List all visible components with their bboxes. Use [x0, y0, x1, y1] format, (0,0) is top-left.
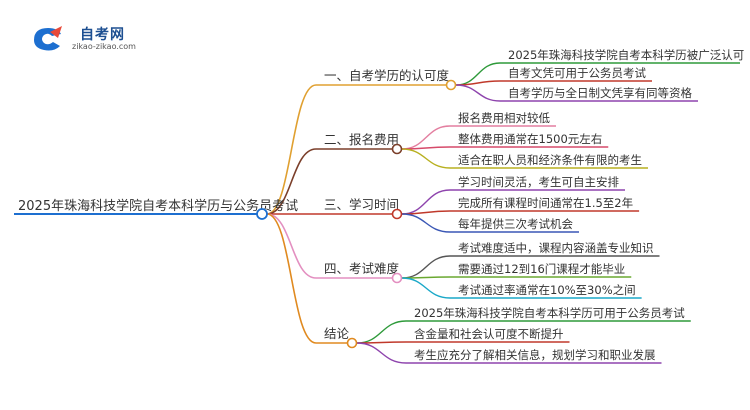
- root-node[interactable]: [256, 208, 268, 220]
- connector-lines: [266, 62, 501, 364]
- branch-label: 四、考试难度: [324, 261, 400, 276]
- leaf-connector: [401, 213, 451, 233]
- leaf-label: 学习时间灵活，考生可自主安排: [458, 175, 619, 189]
- branch-nodes: [256, 79, 457, 349]
- leaf-label: 含金量和社会认可度不断提升: [414, 327, 564, 341]
- leaf-connector: [401, 125, 451, 150]
- branch-node[interactable]: [346, 337, 358, 349]
- branch-label: 一、自考学历的认可度: [324, 68, 450, 83]
- node-underlines: [14, 62, 740, 364]
- logo-icon: [34, 26, 62, 51]
- branch-connector: [266, 213, 317, 344]
- branch-node[interactable]: [445, 79, 457, 91]
- leaf-label: 需要通过12到16门课程才能毕业: [458, 262, 625, 276]
- leaf-connector: [356, 342, 407, 364]
- leaf-connector: [455, 84, 501, 102]
- branch-connector: [266, 148, 317, 215]
- leaf-connector: [401, 148, 451, 169]
- branch-label: 三、学习时间: [324, 197, 399, 212]
- leaf-connector: [356, 320, 407, 344]
- leaf-label: 整体费用通常在1500元左右: [458, 132, 602, 146]
- leaf-connector: [401, 189, 451, 215]
- branch-label: 结论: [324, 326, 350, 341]
- leaf-connector: [401, 255, 451, 279]
- leaf-label: 每年提供三次考试机会: [458, 217, 573, 231]
- logo-url: zikao-zikao.com: [72, 42, 136, 51]
- branch-connector: [266, 84, 317, 215]
- site-logo[interactable]: 自考网 zikao-zikao.com: [28, 22, 148, 52]
- branch-label: 二、报名费用: [324, 132, 399, 147]
- branch-connector: [266, 213, 317, 279]
- leaf-label: 自考文凭可用于公务员考试: [508, 66, 646, 80]
- logo-title: 自考网: [80, 27, 125, 43]
- root-node-label: 2025年珠海科技学院自考本科学历与公务员考试: [18, 198, 298, 214]
- leaf-connector: [401, 277, 451, 299]
- leaf-label: 2025年珠海科技学院自考本科学历可用于公务员考试: [414, 306, 685, 320]
- leaf-connector: [455, 80, 501, 86]
- leaf-label: 考生应充分了解相关信息，规划学习和职业发展: [414, 348, 656, 362]
- leaf-label: 考试通过率通常在10%至30%之间: [458, 283, 636, 297]
- leaf-label: 适合在职人员和经济条件有限的考生: [458, 153, 642, 167]
- leaf-label: 完成所有课程时间通常在1.5至2年: [458, 196, 633, 210]
- node-labels: 2025年珠海科技学院自考本科学历与公务员考试 一、自考学历的认可度 2025年珠海…: [18, 48, 744, 362]
- leaf-label: 2025年珠海科技学院自考本科学历被广泛认可: [508, 48, 744, 62]
- leaf-label: 自考学历与全日制文凭享有同等资格: [508, 86, 692, 100]
- leaf-label: 考试难度适中，课程内容涵盖专业知识: [458, 241, 654, 255]
- branch-node[interactable]: [391, 208, 403, 220]
- leaf-label: 报名费用相对较低: [458, 111, 550, 125]
- branch-node[interactable]: [391, 272, 403, 284]
- branch-node[interactable]: [391, 143, 403, 155]
